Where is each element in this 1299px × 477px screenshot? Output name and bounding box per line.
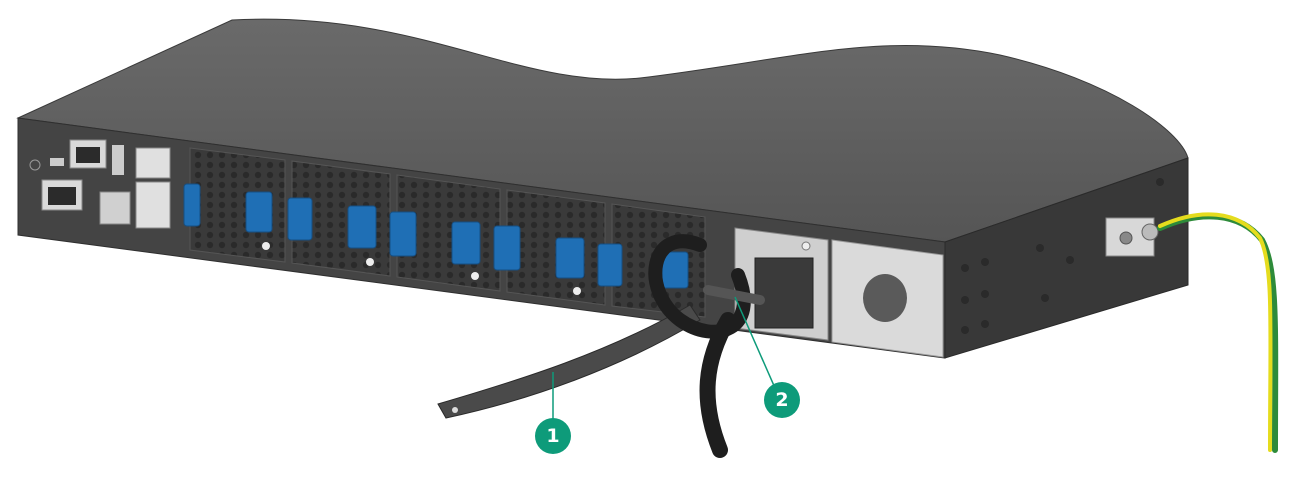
callout-2: 2 <box>764 382 800 418</box>
cable-tie <box>437 304 701 419</box>
ground-cable <box>1157 212 1279 453</box>
leader-lines <box>552 296 776 424</box>
chassis-side-panel <box>944 157 1189 359</box>
power-cable <box>648 234 765 458</box>
callout-1-label: 1 <box>546 425 559 447</box>
management-ports <box>29 139 171 229</box>
callout-1: 1 <box>535 418 571 454</box>
side-panel-details <box>961 178 1164 334</box>
callout-2-label: 2 <box>775 389 788 411</box>
chassis-top <box>16 18 1189 243</box>
power-supply-module <box>734 227 944 358</box>
